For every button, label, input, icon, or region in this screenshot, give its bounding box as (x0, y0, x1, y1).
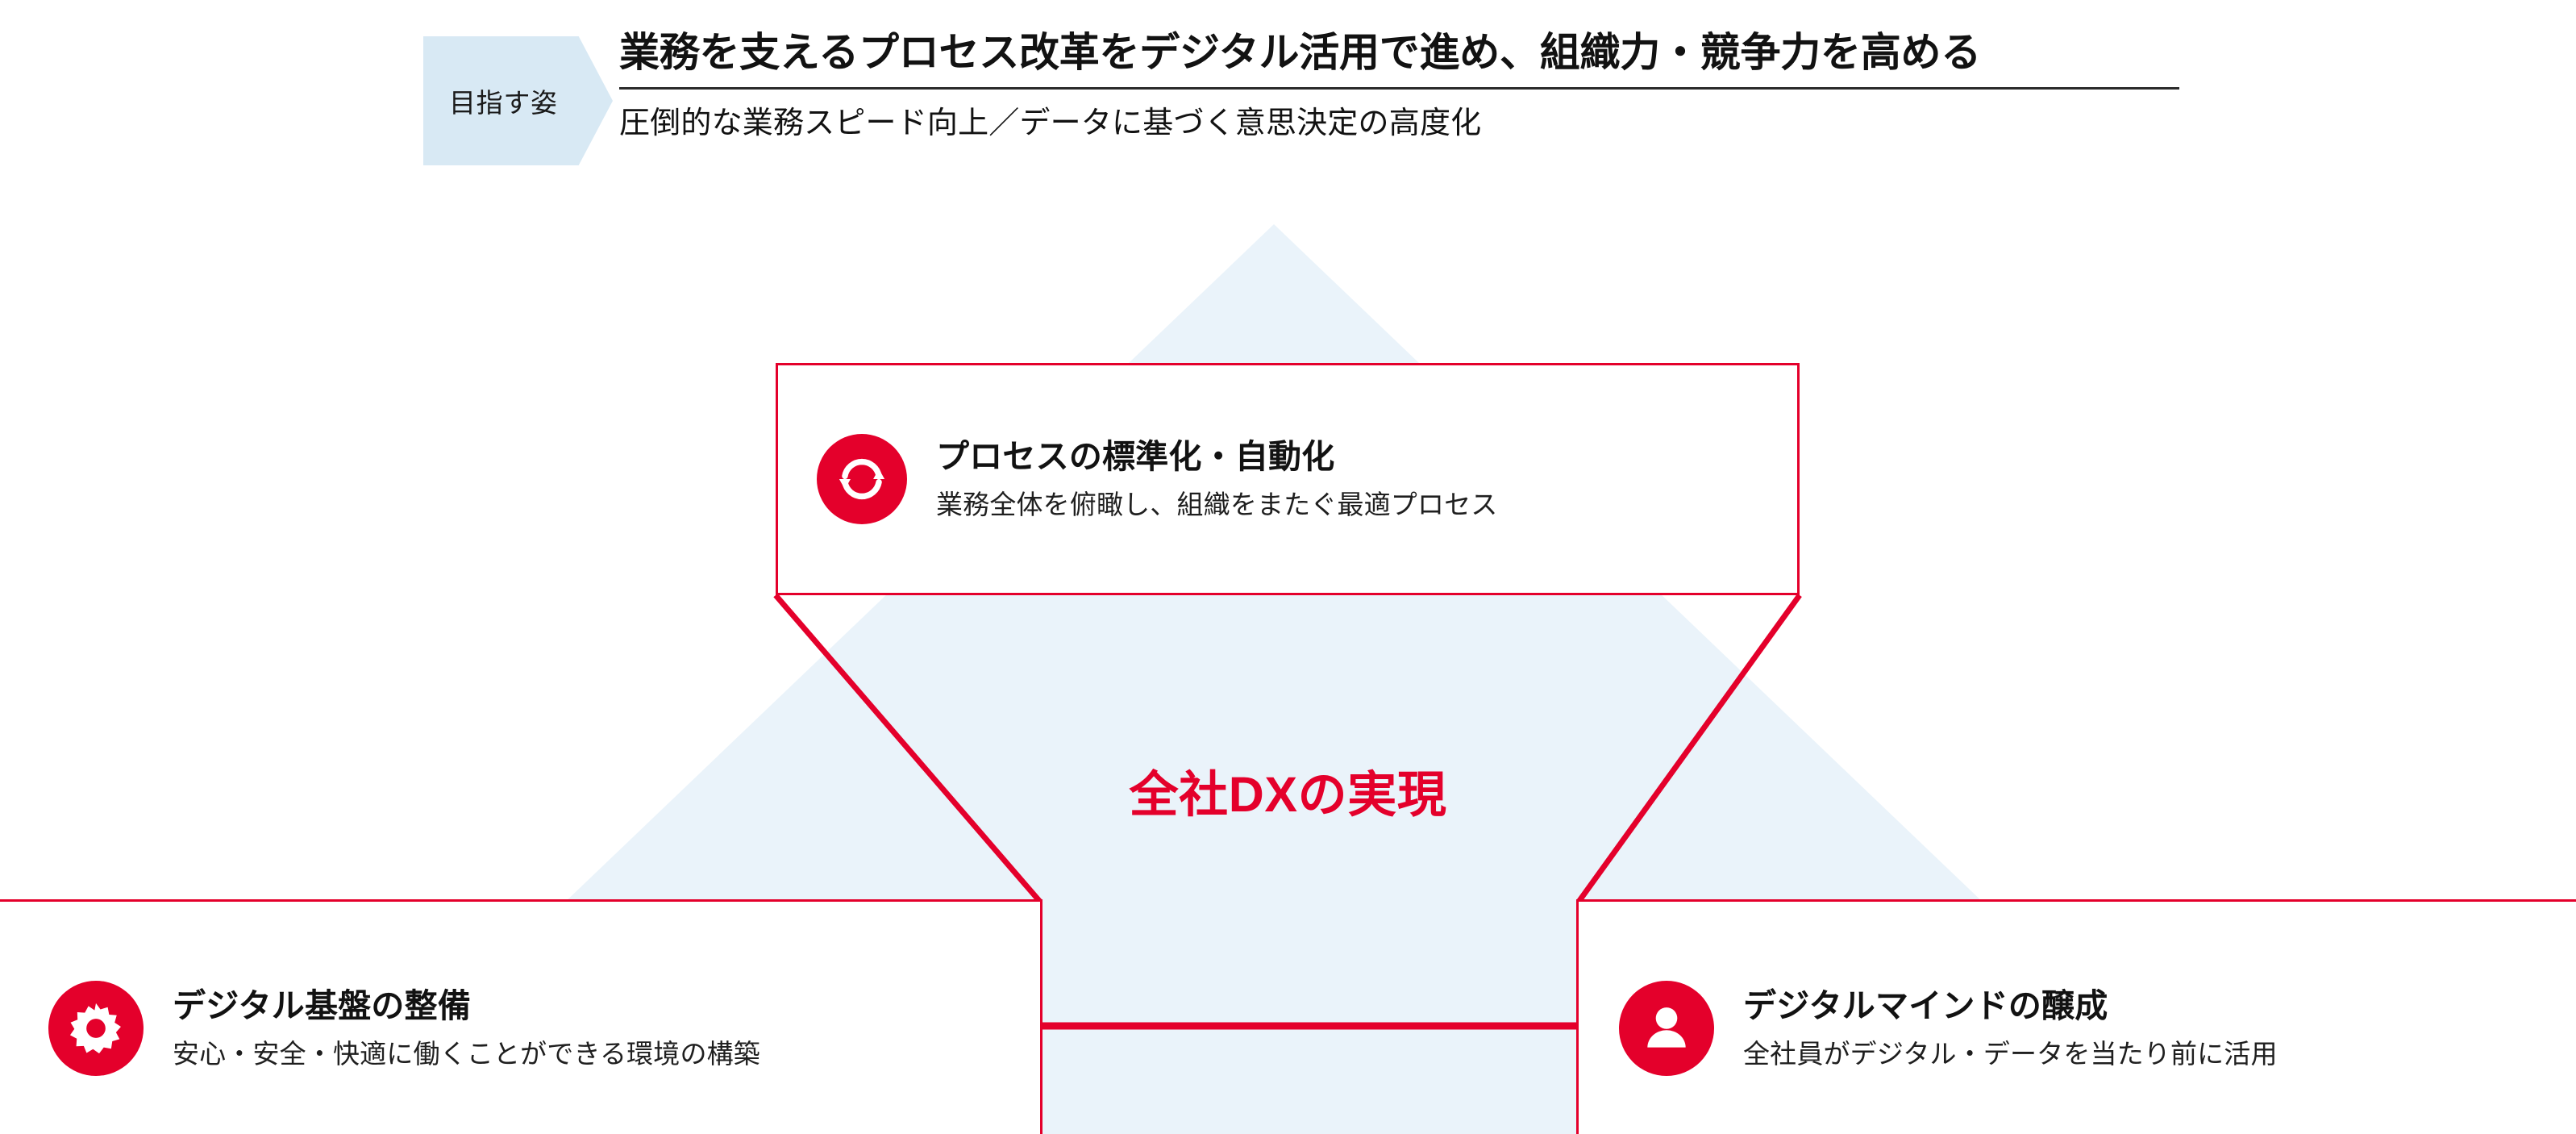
card-mindset-title: デジタルマインドの醸成 (1743, 986, 2108, 1024)
connector-right-diagonal (1576, 593, 1802, 904)
center-goal: 全社DXの実現 (0, 754, 2576, 826)
page-subtitle: 圧倒的な業務スピード向上／データに基づく意思決定の高度化 (619, 106, 1482, 140)
aim-badge-label: 目指す姿 (449, 88, 558, 118)
aim-badge: 目指す姿 (423, 36, 613, 165)
header-divider (619, 87, 2179, 90)
center-goal-label: 全社DXの実現 (1129, 767, 1447, 822)
page-title: 業務を支えるプロセス改革をデジタル活用で進め、組織力・競争力を高める (619, 30, 1981, 75)
header: 目指す姿 業務を支えるプロセス改革をデジタル活用で進め、組織力・競争力を高める … (0, 0, 2576, 194)
card-process[interactable]: プロセスの標準化・自動化 業務全体を俯瞰し、組織をまたぐ最適プロセス (776, 363, 1800, 595)
card-mindset-text: デジタルマインドの醸成 全社員がデジタル・データを当たり前に活用 (1743, 987, 2278, 1070)
card-foundation-text: デジタル基盤の整備 安心・安全・快適に働くことができる環境の構築 (173, 987, 760, 1070)
card-process-text: プロセスの標準化・自動化 業務全体を俯瞰し、組織をまたぐ最適プロセス (936, 438, 1497, 521)
card-foundation-title: デジタル基盤の整備 (173, 986, 472, 1024)
person-icon (1619, 981, 1714, 1076)
card-mindset[interactable]: デジタルマインドの醸成 全社員がデジタル・データを当たり前に活用 (1576, 899, 2576, 1134)
card-foundation[interactable]: デジタル基盤の整備 安心・安全・快適に働くことができる環境の構築 (0, 899, 1042, 1134)
refresh-cycle-icon (817, 434, 907, 524)
card-process-title: プロセスの標準化・自動化 (936, 437, 1335, 475)
header-text-group: 業務を支えるプロセス改革をデジタル活用で進め、組織力・競争力を高める 圧倒的な業… (619, 29, 2554, 143)
card-process-description: 業務全体を俯瞰し、組織をまたぐ最適プロセス (936, 489, 1498, 519)
connector-left-diagonal (773, 593, 1042, 904)
gear-icon (48, 981, 144, 1076)
card-mindset-description: 全社員がデジタル・データを当たり前に活用 (1743, 1038, 2278, 1069)
card-foundation-description: 安心・安全・快適に働くことができる環境の構築 (173, 1038, 760, 1069)
